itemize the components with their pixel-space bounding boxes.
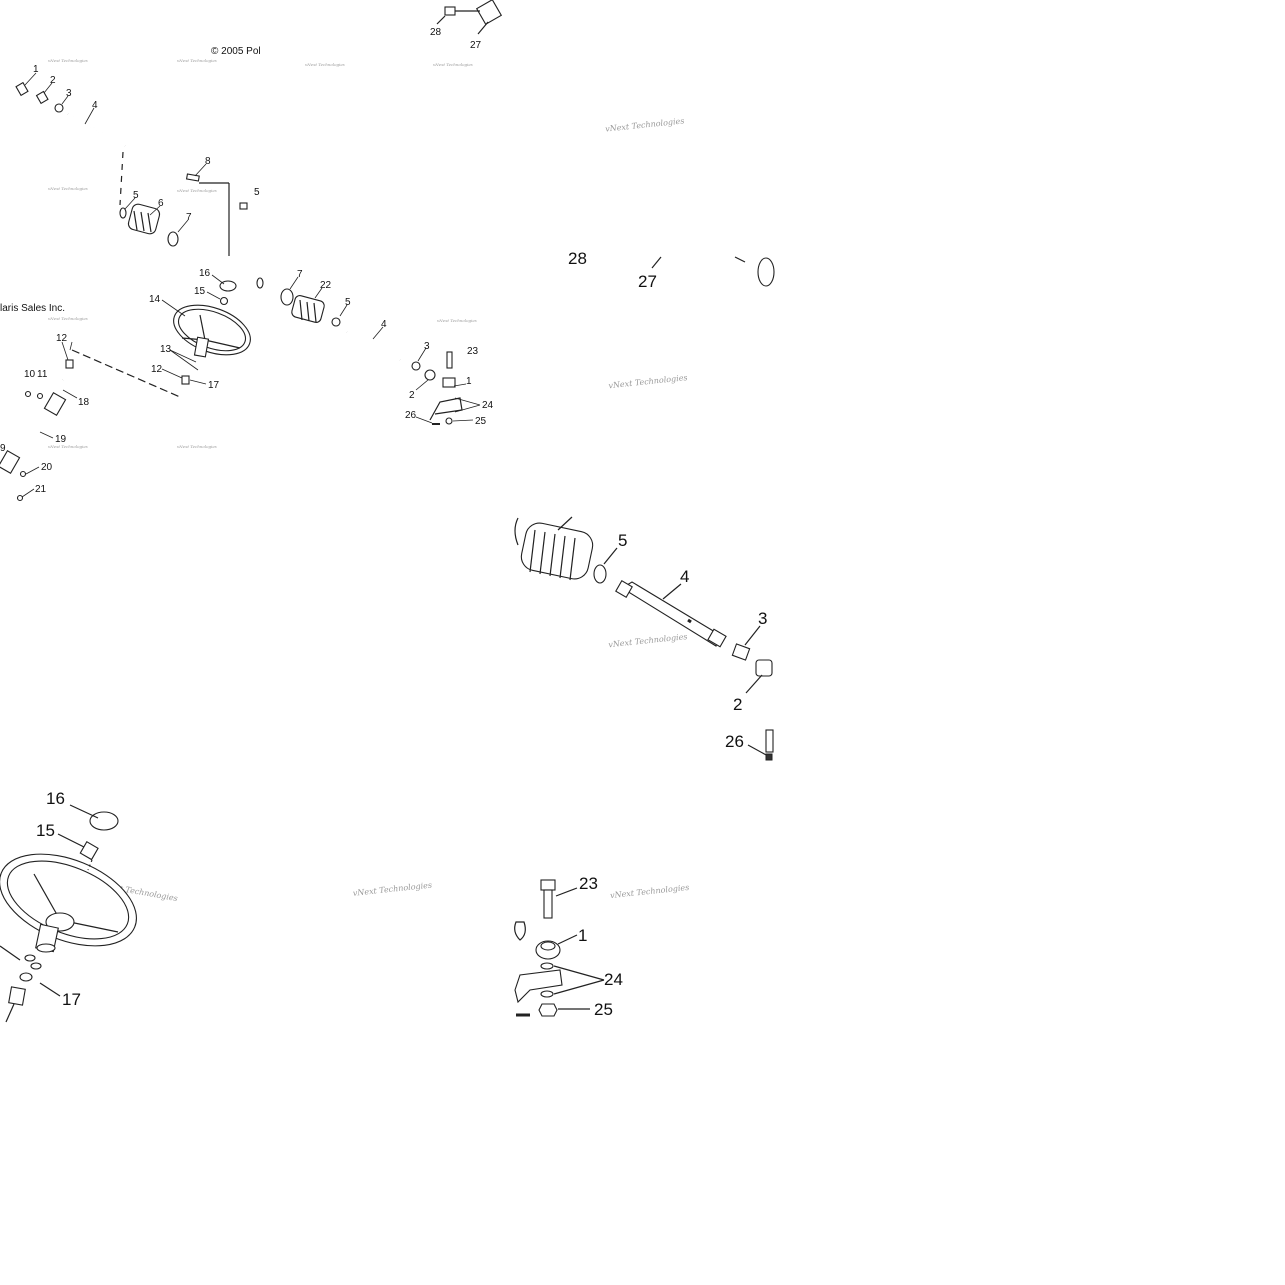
callout: 9 [0,443,6,454]
detail-callout: 16 [46,789,65,808]
watermark: vNext Technologies [437,318,477,323]
callout: 23 [467,346,479,357]
callout: 2 [409,390,415,401]
small-steering-wheel [65,280,251,398]
callout: 5 [345,297,351,308]
nut-25 [538,1003,558,1017]
callout: 13 [160,344,172,355]
watermark: vNext Technologies [605,116,685,133]
callout: 14 [149,294,161,305]
bushing-17 [8,986,26,1006]
callout: 7 [186,212,192,223]
detail-callout: 28 [568,249,587,268]
callout: 28 [430,27,442,38]
detail-callout: 24 [604,970,623,989]
detail-callout: 27 [638,272,657,291]
detail-callout: 25 [594,1000,613,1019]
callout: 22 [320,280,332,291]
callout: 21 [35,484,47,495]
joint-2 [755,659,773,677]
watermark: vNext Technologies [48,58,88,63]
watermark: vNext Technologies [48,444,88,449]
detail-top-tile: vNext Technologies vNext Technologies 28… [568,116,775,390]
detail-callout: 1 [578,926,587,945]
rubber-boot [520,522,594,581]
overview-tile: © 2005 Pol laris Sales Inc. vNext Techno… [0,0,503,502]
watermark: vNext Technologies [352,881,432,898]
callout: 24 [482,400,494,411]
callout: 5 [133,190,139,201]
detail-callout: 17 [62,990,81,1009]
bolt-23 [540,879,556,919]
callout: 27 [470,40,482,51]
callout: 6 [158,198,164,209]
callout: 19 [55,434,67,445]
steering-wheel [0,853,137,953]
watermark: vNext Technologies [305,62,345,67]
lower-column [0,379,67,502]
leader-lines [21,72,481,498]
watermark: vNext Technologies [177,58,217,63]
tie-rod [615,580,727,648]
nut-15 [79,841,99,861]
upper-shaft-assembly [15,81,248,256]
callout: 7 [297,269,303,280]
callout: 25 [475,416,487,427]
watermark: vNext Technologies [610,883,690,900]
callout: 18 [78,397,90,408]
detail-callout: 4 [680,567,689,586]
callout: 2 [50,75,56,86]
watermark: vNext Technologies [433,62,473,67]
nut-3 [731,643,751,661]
callout: 3 [66,88,72,99]
detail-callout: 2 [733,695,742,714]
detail-wheel-tile: vNext Technologies vNext Technologies 16… [0,789,432,1023]
callout: 4 [381,319,387,330]
pivot-1 [535,940,561,960]
callout: 3 [424,341,430,352]
callout: 15 [194,286,206,297]
right-shaft-overview [256,277,463,425]
horn-cap [89,811,119,831]
watermark: vNext Technologies [177,188,217,193]
callout: 12 [56,333,68,344]
bracket [514,969,563,1017]
detail-callout: 23 [579,874,598,893]
callout: 8 [205,156,211,167]
overview-callouts: 1 2 3 4 5 6 7 8 5 16 15 14 7 22 5 4 3 23… [0,27,494,495]
callout: 17 [208,380,220,391]
watermark: vNext Technologies [48,316,88,321]
callout: 5 [254,187,260,198]
callout: 10 [24,369,36,380]
callout: 1 [33,64,39,75]
detail-callout: 5 [618,531,627,550]
watermark: vNext Technologies [608,632,688,649]
watermark: vNext Technologies [608,373,688,390]
clamp-ring [593,564,607,584]
publisher-text: laris Sales Inc. [0,303,65,314]
watermark: vNext Technologies [48,186,88,191]
detail-shaft-tile: vNext Technologies 5 4 3 2 26 [514,516,774,761]
detail-callout: 26 [725,732,744,751]
callout: 26 [405,410,417,421]
copyright-text: © 2005 Pol [211,46,261,57]
washers [19,954,42,982]
callout: 11 [37,369,48,380]
callout: 20 [41,462,53,473]
callout: 1 [466,376,472,387]
detail-callout: 3 [758,609,767,628]
detail-mount-tile: vNext Technologies 23 1 24 25 [514,874,690,1019]
detail-callout: 15 [36,821,55,840]
callout: 4 [92,100,98,111]
watermark: vNext Technologies [177,444,217,449]
top-parts [436,0,503,35]
callout: 12 [151,364,163,375]
callout: 16 [199,268,211,279]
